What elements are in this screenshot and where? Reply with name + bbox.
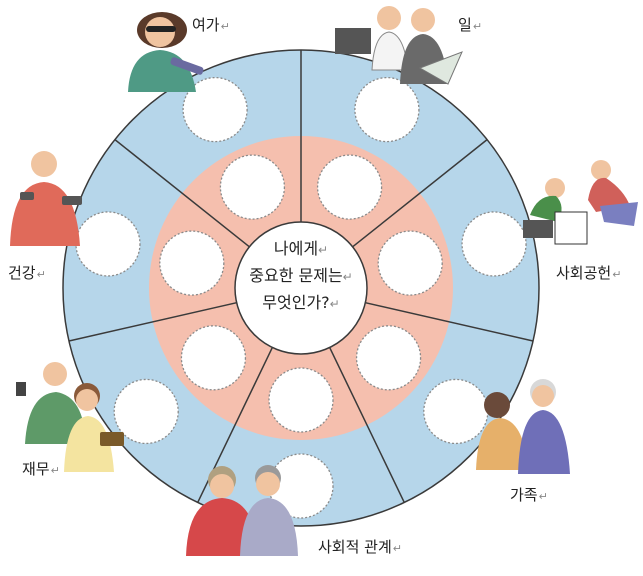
label-health-text: 건강 xyxy=(8,264,36,282)
center-line-3-text: 무엇인가? xyxy=(262,293,330,312)
sector-dividers xyxy=(68,50,534,503)
return-mark: ↵ xyxy=(50,464,60,477)
inner-slots xyxy=(159,154,443,433)
label-family-text: 가족 xyxy=(510,486,538,504)
inner-blank-slot xyxy=(377,230,443,296)
label-social-relations: 사회적 관계↵ xyxy=(318,536,402,557)
label-social-contribution: 사회공헌↵ xyxy=(556,262,621,283)
outer-blank-slot xyxy=(113,378,179,445)
center-question: 나에게↵ 중요한 문제는↵ 무엇인가?↵ xyxy=(221,236,381,317)
family-illustration xyxy=(476,379,570,474)
outer-slots xyxy=(75,76,527,519)
inner-blank-slot xyxy=(159,230,225,296)
sector-divider xyxy=(328,347,405,503)
finance-illustration xyxy=(16,362,124,472)
social-relations-illustration xyxy=(186,465,298,556)
label-finance: 재무↵ xyxy=(22,458,60,479)
inner-blank-slot xyxy=(219,154,286,220)
sector-divider xyxy=(68,301,237,342)
center-line-1-text: 나에게 xyxy=(273,239,319,258)
outer-blank-slot xyxy=(423,378,489,445)
return-mark: ↵ xyxy=(392,542,402,555)
center-line-3: 무엇인가?↵ xyxy=(221,290,381,317)
return-mark: ↵ xyxy=(220,20,230,33)
social-contribution-illustration xyxy=(523,160,638,245)
label-health: 건강↵ xyxy=(8,262,46,283)
label-work: 일↵ xyxy=(458,14,482,35)
label-social-contribution-text: 사회공헌 xyxy=(556,264,612,282)
outer-blank-slot xyxy=(461,211,527,277)
inner-blank-slot xyxy=(268,367,334,433)
return-mark: ↵ xyxy=(472,20,483,33)
sector-divider xyxy=(114,139,250,248)
return-mark: ↵ xyxy=(342,270,353,284)
center-line-2: 중요한 문제는↵ xyxy=(221,263,381,290)
label-finance-text: 재무 xyxy=(22,460,50,478)
center-line-2-text: 중요한 문제는 xyxy=(249,266,343,285)
return-mark: ↵ xyxy=(36,268,46,281)
return-mark: ↵ xyxy=(318,243,329,257)
inner-blank-slot xyxy=(355,325,422,391)
return-mark: ↵ xyxy=(538,490,548,503)
outer-blank-slot xyxy=(182,76,248,143)
return-mark: ↵ xyxy=(329,297,340,311)
health-illustration xyxy=(10,151,82,246)
label-leisure: 여가↵ xyxy=(192,14,230,35)
outer-blank-slot xyxy=(75,211,141,277)
center-circle xyxy=(234,221,368,355)
leisure-illustration xyxy=(128,12,204,92)
outer-blank-slot xyxy=(354,76,420,143)
label-work-text: 일 xyxy=(458,16,472,34)
label-social-relations-text: 사회적 관계 xyxy=(318,538,392,556)
work-illustration xyxy=(335,6,463,85)
sector-divider xyxy=(352,139,488,248)
center-line-1: 나에게↵ xyxy=(221,236,381,263)
inner-blank-slot xyxy=(316,154,383,220)
inner-blank-slot xyxy=(180,325,247,391)
label-leisure-text: 여가 xyxy=(192,16,220,34)
label-family: 가족↵ xyxy=(510,484,548,505)
return-mark: ↵ xyxy=(612,268,622,281)
sector-divider xyxy=(365,301,534,342)
